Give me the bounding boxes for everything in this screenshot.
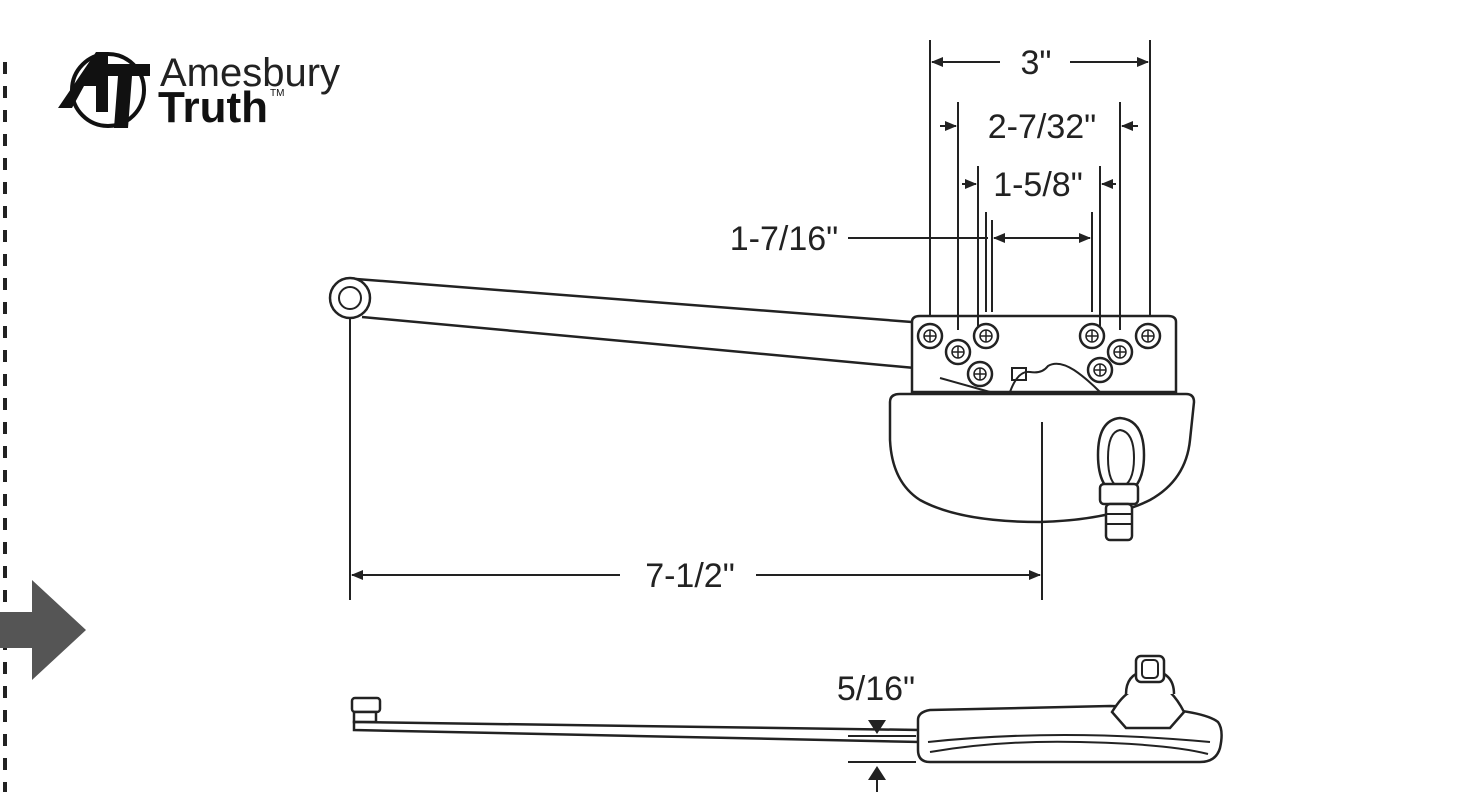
at-monogram-icon — [58, 52, 150, 128]
dimension-label-5-16: 5/16" — [837, 670, 915, 708]
operator-arm — [328, 276, 926, 370]
screw-head — [1106, 338, 1134, 366]
dimension-overall-width: 3" — [931, 44, 1149, 82]
brand-name-line2: Truth — [158, 83, 268, 132]
screw-head — [972, 322, 1000, 350]
right-arrow-icon — [0, 580, 86, 680]
mounting-screws — [916, 322, 1162, 388]
dimension-outer-spacing: 2-7/32" — [940, 108, 1138, 146]
screw-head — [944, 338, 972, 366]
screw-head — [1086, 356, 1114, 384]
gear-housing — [888, 392, 1196, 600]
dimension-center-spacing: 1-7/16" — [730, 220, 1091, 258]
brand-name-line1: Amesbury — [160, 51, 340, 95]
dimension-label-3in: 3" — [1021, 44, 1052, 82]
side-view — [350, 654, 1223, 764]
dimension-extensions — [349, 40, 1151, 600]
dimension-inner-spacing: 1-5/8" — [962, 166, 1116, 204]
screw-head — [1134, 322, 1162, 350]
dimension-label-7-1-2: 7-1/2" — [645, 557, 735, 595]
brand-logo: Amesbury Truth TM — [58, 51, 340, 132]
dimension-label-1-5-8: 1-5/8" — [993, 166, 1083, 204]
dimension-label-2-7-32: 2-7/32" — [988, 108, 1096, 146]
screw-head — [966, 360, 994, 388]
dimension-label-1-7-16: 1-7/16" — [730, 220, 838, 258]
screw-head — [916, 322, 944, 350]
screw-head — [1078, 322, 1106, 350]
crank-stud — [1096, 416, 1146, 542]
dimension-thickness: 5/16" — [837, 670, 916, 792]
brand-trademark: TM — [270, 88, 284, 99]
dimension-arm-length: 7-1/2" — [351, 557, 1041, 595]
